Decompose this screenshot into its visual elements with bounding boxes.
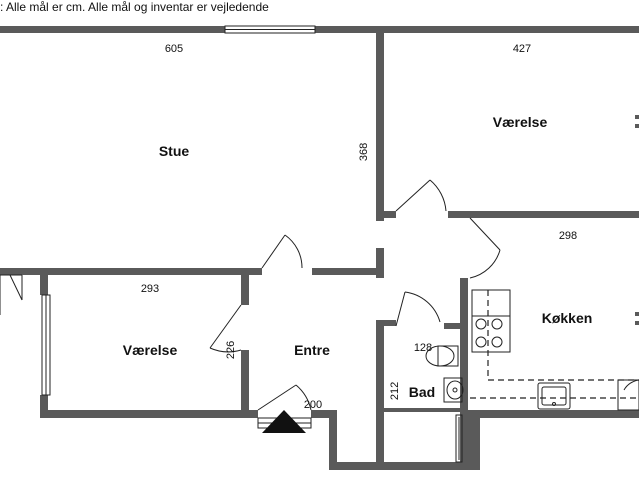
dim-bad-depth: 212 xyxy=(389,382,401,400)
window-left xyxy=(41,294,51,396)
room-label-stue: Stue xyxy=(159,143,190,159)
dim-stue-depth: 368 xyxy=(358,143,370,161)
bathroom-fixtures xyxy=(425,345,464,403)
toilet-icon xyxy=(437,345,459,367)
stove-burner-icon xyxy=(475,336,487,348)
kitchen-fixtures xyxy=(470,289,639,411)
stove-burner-icon xyxy=(475,318,487,330)
kitchen-sink-icon xyxy=(537,382,571,410)
dim-stue-width: 605 xyxy=(165,43,183,55)
plan-note: : Alle mål er cm. Alle mål og inventar e… xyxy=(0,0,269,14)
dim-koekken-width: 298 xyxy=(559,230,577,242)
room-label-koekken: Køkken xyxy=(542,310,593,326)
room-label-bad: Bad xyxy=(409,384,435,400)
washbasin-icon xyxy=(443,377,463,403)
room-label-vaerelse-left: Værelse xyxy=(123,342,178,358)
entrance-arrow-icon xyxy=(262,410,306,433)
stove-burner-icon xyxy=(491,336,503,348)
stove-burner-icon xyxy=(491,318,503,330)
room-label-vaerelse-top: Værelse xyxy=(493,114,548,130)
dim-vaerelse-top-width: 427 xyxy=(513,43,531,55)
dim-vaerelse-left-width: 293 xyxy=(141,283,159,295)
dim-bad-width: 128 xyxy=(414,342,432,354)
balcony-door xyxy=(0,274,23,315)
window-top xyxy=(224,25,316,34)
walls xyxy=(0,25,639,470)
dim-entre-width: 200 xyxy=(304,399,322,411)
dim-vaerelse-left-depth: 226 xyxy=(225,341,237,359)
room-label-entre: Entre xyxy=(294,342,330,358)
